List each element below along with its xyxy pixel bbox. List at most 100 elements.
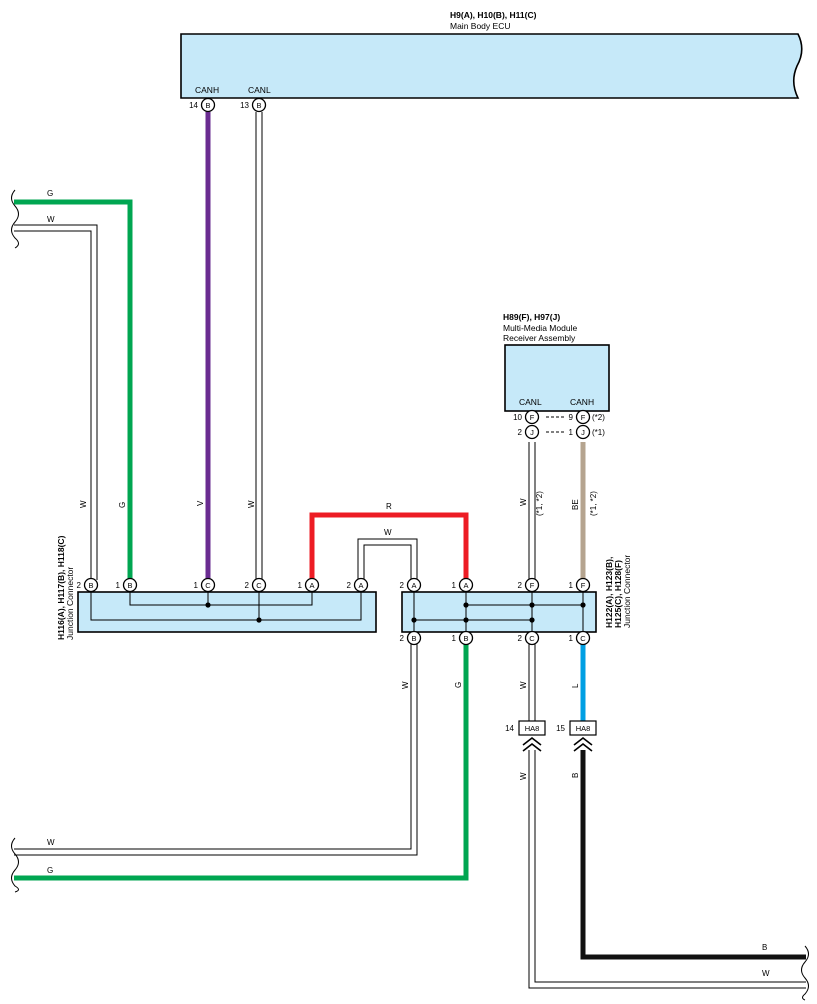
ecu-pin-canl: B 13	[240, 97, 267, 113]
svg-text:14: 14	[189, 101, 198, 110]
wire-label-b-bottom: B	[762, 943, 767, 952]
wire-label-w-below-3: W	[519, 772, 528, 780]
svg-text:9: 9	[569, 413, 574, 422]
wire-label-w-bottom: W	[47, 838, 55, 847]
svg-text:A: A	[309, 581, 314, 590]
jc-right-bottom-pin-1: B 2	[400, 630, 422, 646]
svg-text:J: J	[530, 428, 534, 437]
svg-text:2: 2	[518, 581, 523, 590]
mm-codes: H89(F), H97(J)	[503, 312, 560, 322]
jc-left-pin-5: A 1	[298, 577, 320, 593]
mm-pin-10: F 10	[513, 409, 540, 425]
multi-media-module: H89(F), H97(J) Multi-Media Module Receiv…	[503, 312, 610, 412]
svg-text:A: A	[411, 581, 416, 590]
mm-pin-2: J 2	[518, 424, 540, 440]
mm-pin-9: F 9 (*2)	[569, 409, 605, 425]
svg-text:2: 2	[518, 428, 523, 437]
ecu-pin-canh: B 14	[189, 97, 216, 113]
wire-label-b-v: B	[571, 773, 580, 778]
ecu-canl-label: CANL	[248, 85, 271, 95]
jc-left-pin-4: C 2	[245, 577, 267, 593]
ha8-15-label: HA8	[576, 724, 591, 733]
jc-left-name: Junction Connector	[65, 567, 75, 640]
break-marks	[11, 189, 809, 1001]
jc-right-bottom-pin-4: C 1	[569, 630, 591, 646]
jc-left-codes: H116(A), H117(B), H118(C)	[56, 535, 66, 640]
jc-left-pin-6: A 2	[347, 577, 369, 593]
jc-right-top-pin-1: A 2	[400, 577, 422, 593]
svg-text:2: 2	[400, 581, 405, 590]
jc-right-codes-2: H125(C), H128(F)	[613, 560, 623, 628]
jc-right-name: Junction Connector	[622, 555, 632, 628]
svg-text:F: F	[530, 581, 535, 590]
wire-red	[309, 512, 469, 580]
svg-text:B: B	[127, 581, 132, 590]
wire-black-bottom-right	[580, 750, 806, 960]
svg-text:A: A	[463, 581, 468, 590]
svg-text:2: 2	[245, 581, 250, 590]
wire-label-w-v2: W	[247, 500, 256, 508]
junction-connector-left: H116(A), H117(B), H118(C) Junction Conne…	[56, 535, 377, 640]
jc-right-box	[401, 591, 597, 633]
jc-right-top-pin-3: F 2	[518, 577, 540, 593]
svg-text:F: F	[530, 413, 535, 422]
wire-white-left	[14, 230, 92, 580]
wire-label-note-left: (*1, *2)	[535, 491, 544, 516]
wire-label-w-loop: W	[384, 528, 392, 537]
wire-label-be: BE	[571, 499, 580, 510]
svg-text:2: 2	[77, 581, 82, 590]
wire-label-l: L	[571, 683, 580, 688]
wire-label-g-bottom: G	[47, 866, 53, 875]
svg-text:C: C	[580, 634, 586, 643]
jc-right-bottom-pin-2: B 1	[452, 630, 474, 646]
svg-text:B: B	[88, 581, 93, 590]
wire-label-v: V	[196, 500, 205, 506]
wire-label-note-right: (*1, *2)	[589, 491, 598, 516]
ha8-15-num: 15	[556, 724, 565, 733]
wire-green-bottom	[14, 644, 469, 881]
svg-text:C: C	[256, 581, 262, 590]
svg-text:10: 10	[513, 413, 522, 422]
svg-text:2: 2	[400, 634, 405, 643]
junction-connector-right: H122(A), H123(B), H125(C), H128(F) Junct…	[401, 555, 632, 633]
svg-text:1: 1	[298, 581, 303, 590]
wire-white-loop	[363, 544, 412, 580]
svg-text:(*2): (*2)	[592, 413, 605, 422]
svg-text:F: F	[581, 413, 586, 422]
wire-label-r: R	[386, 502, 392, 511]
svg-text:(*1): (*1)	[592, 428, 605, 437]
svg-text:1: 1	[116, 581, 121, 590]
wire-label-w-v1: W	[79, 500, 88, 508]
wire-label-w-below-1: W	[401, 681, 410, 689]
mm-box	[504, 344, 610, 412]
jc-right-codes-1: H122(A), H123(B),	[604, 557, 614, 628]
svg-text:1: 1	[452, 581, 457, 590]
svg-text:B: B	[256, 101, 261, 110]
svg-text:C: C	[529, 634, 535, 643]
wire-label-g-below: G	[454, 682, 463, 688]
svg-text:1: 1	[569, 428, 574, 437]
svg-text:C: C	[205, 581, 211, 590]
ecu-box	[180, 33, 803, 99]
mm-canl-label: CANL	[519, 397, 542, 407]
wire-white-bottom-left	[14, 644, 418, 856]
wire-label-w-mm: W	[519, 498, 528, 506]
ha8-14-num: 14	[505, 724, 514, 733]
svg-text:13: 13	[240, 101, 249, 110]
svg-text:F: F	[581, 581, 586, 590]
mm-canh-label: CANH	[570, 397, 594, 407]
jc-left-pin-2: B 1	[116, 577, 138, 593]
jc-left-box	[77, 591, 377, 633]
svg-text:2: 2	[518, 634, 523, 643]
jc-left-pin-1: B 2	[77, 577, 99, 593]
svg-text:1: 1	[194, 581, 199, 590]
ecu-canh-label: CANH	[195, 85, 219, 95]
svg-text:J: J	[581, 428, 585, 437]
jc-right-bottom-pin-3: C 2	[518, 630, 540, 646]
svg-text:1: 1	[569, 581, 574, 590]
wire-label-w-bottom-right: W	[762, 969, 770, 978]
svg-text:A: A	[358, 581, 363, 590]
jc-right-top-pin-4: F 1	[569, 577, 591, 593]
ha8-connector-14: HA8 14	[505, 720, 546, 752]
svg-text:1: 1	[569, 634, 574, 643]
